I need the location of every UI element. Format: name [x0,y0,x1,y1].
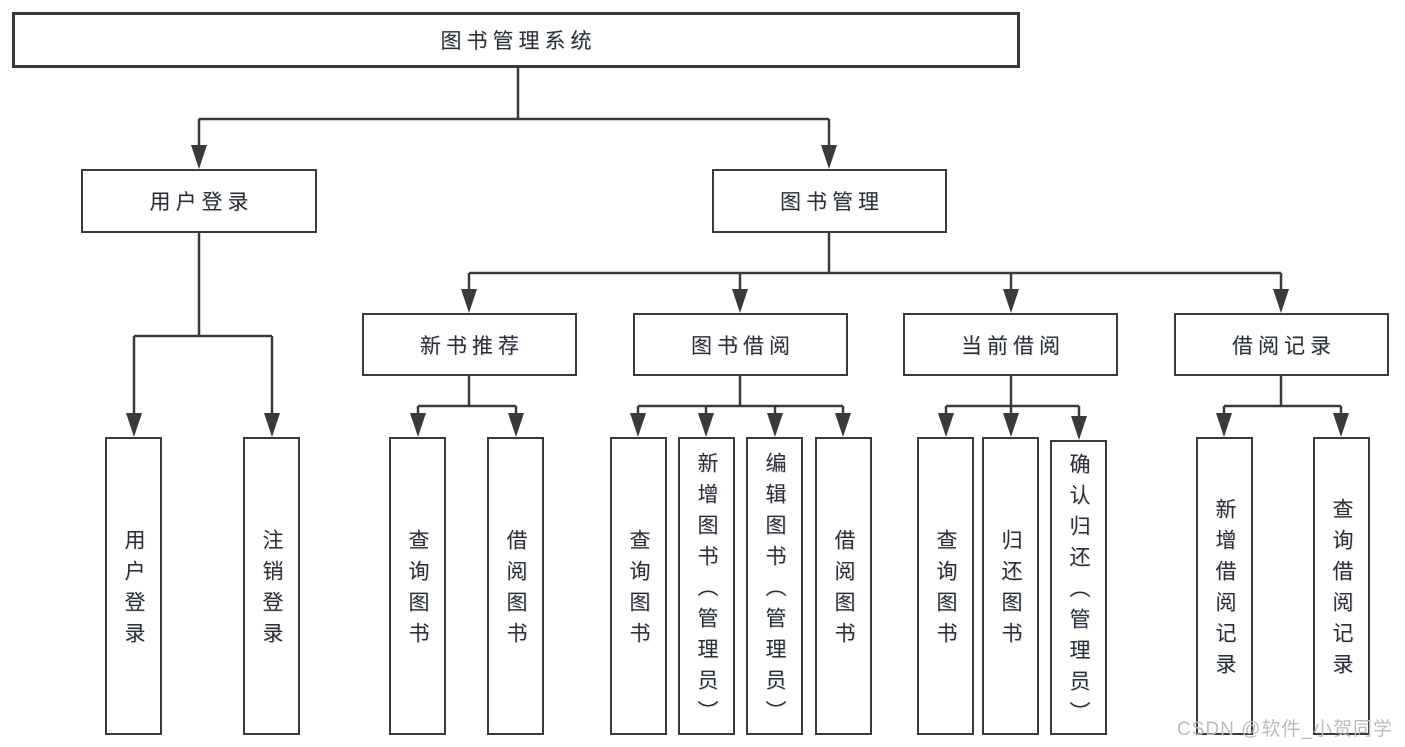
connector-user-login-children [132,233,274,417]
node-add-books-admin: 新增图书（管理员） [678,437,735,735]
arrowhead [508,413,524,437]
arrowhead [126,413,142,437]
arrowhead [1216,413,1232,437]
arrowhead [732,289,748,313]
node-new-book-recommend: 新书推荐 [362,313,577,376]
watermark: CSDN @软件_小贺同学 [1177,719,1393,740]
arrowhead [821,145,837,169]
connector-current-borrowing-children [944,376,1081,419]
node-edit-books-admin-label: 编辑图书（管理员） [763,451,786,731]
connector-borrowing-records-children [1222,376,1343,417]
node-add-borrow-record: 新增借阅记录 [1196,437,1253,735]
node-book-management-label: 图书管理 [780,191,884,214]
node-confirm-return-admin-label: 确认归还（管理员） [1067,453,1090,732]
arrowhead [1003,289,1019,313]
node-logout-label: 注销登录 [260,529,283,653]
node-current-borrowing-label: 当前借阅 [961,334,1065,358]
node-login-label: 用户登录 [122,529,145,653]
node-query-books-current: 查询图书 [917,437,974,735]
node-user-login-label: 用户登录 [149,191,254,214]
node-query-books-current-label: 查询图书 [934,529,957,653]
node-library-system-label: 图书管理系统 [440,30,597,53]
arrowhead [264,413,280,437]
arrowhead [410,413,426,437]
node-query-borrow-record: 查询借阅记录 [1313,437,1370,735]
node-new-book-recommend-label: 新书推荐 [420,334,524,358]
node-confirm-return-admin: 确认归还（管理员） [1050,440,1107,735]
node-borrow-books-label: 借阅图书 [832,529,855,653]
node-borrowing-records: 借阅记录 [1174,313,1389,376]
arrowhead [835,413,851,437]
node-query-books-borrowing-label: 查询图书 [627,529,650,653]
node-borrow-books-recommend-label: 借阅图书 [504,529,527,653]
connector-root-to-level2 [197,68,831,149]
node-logout: 注销登录 [243,437,300,735]
arrowhead [1273,289,1289,313]
node-borrow-books-recommend: 借阅图书 [487,437,544,735]
node-library-system: 图书管理系统 [12,12,1020,68]
arrowhead [461,289,477,313]
node-current-borrowing: 当前借阅 [903,313,1118,376]
arrowhead [698,413,714,437]
arrowhead [1003,413,1019,437]
arrowhead [191,145,207,169]
node-edit-books-admin: 编辑图书（管理员） [746,437,803,735]
node-return-books: 归还图书 [982,437,1039,735]
arrowhead [630,413,646,437]
arrowhead [767,413,783,437]
node-query-books-recommend-label: 查询图书 [406,529,429,653]
node-book-management: 图书管理 [712,169,947,233]
node-query-books-recommend: 查询图书 [389,437,446,735]
node-borrow-books: 借阅图书 [815,437,872,735]
arrowhead [1071,416,1087,440]
connector-book-management-children [467,233,1283,293]
arrowhead [1333,413,1349,437]
node-book-borrowing: 图书借阅 [633,313,848,376]
node-query-borrow-record-label: 查询借阅记录 [1330,498,1353,684]
node-borrowing-records-label: 借阅记录 [1232,334,1336,358]
node-add-borrow-record-label: 新增借阅记录 [1213,498,1236,684]
connector-book-borrowing-children [636,376,845,417]
node-add-books-admin-label: 新增图书（管理员） [695,451,718,731]
connector-new-book-recommend-children [416,376,518,417]
node-user-login: 用户登录 [81,169,317,233]
arrowhead [938,413,954,437]
node-query-books-borrowing: 查询图书 [610,437,667,735]
node-book-borrowing-label: 图书借阅 [691,334,795,358]
node-return-books-label: 归还图书 [999,529,1022,653]
node-login: 用户登录 [105,437,162,735]
